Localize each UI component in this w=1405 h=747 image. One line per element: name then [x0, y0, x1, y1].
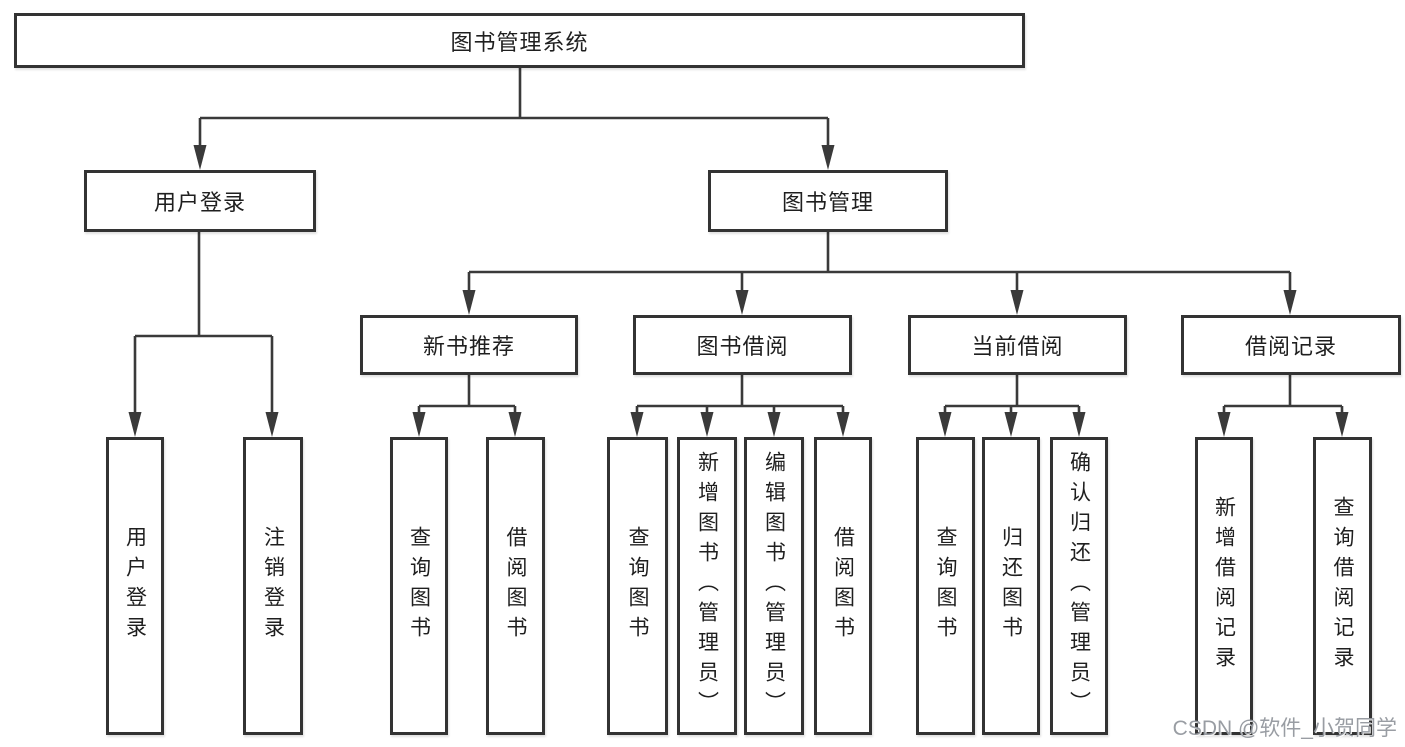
arrow-head — [1283, 290, 1297, 315]
arrow-head — [836, 412, 850, 437]
leaf-edit-book-admin: 编辑图书（管理员） — [744, 437, 804, 735]
node-new-book-recommendation: 新书推荐 — [360, 315, 578, 375]
arrow-head — [1217, 412, 1231, 437]
arrow-head — [630, 412, 644, 437]
arrow-head — [821, 145, 835, 170]
arrow-head — [1335, 412, 1349, 437]
node-library-management-system: 图书管理系统 — [14, 13, 1025, 68]
connector-lines — [133, 68, 1344, 414]
node-book-management: 图书管理 — [708, 170, 948, 232]
node-book-borrowing: 图书借阅 — [633, 315, 852, 375]
arrow-head — [128, 412, 142, 437]
leaf-add-borrowing-record: 新增借阅记录 — [1195, 437, 1253, 735]
node-current-borrowing: 当前借阅 — [908, 315, 1127, 375]
arrow-head — [700, 412, 714, 437]
arrow-head — [265, 412, 279, 437]
leaf-add-book-admin: 新增图书（管理员） — [677, 437, 737, 735]
leaf-query-books-borrowing: 查询图书 — [607, 437, 668, 735]
arrow-head — [735, 290, 749, 315]
watermark: CSDN @软件_小贺同学 — [1172, 717, 1397, 740]
node-user-login: 用户登录 — [84, 170, 316, 232]
leaf-logout: 注销登录 — [243, 437, 303, 735]
node-borrowing-records: 借阅记录 — [1181, 315, 1401, 375]
leaf-borrow-books-borrowing: 借阅图书 — [814, 437, 872, 735]
arrow-head — [1010, 290, 1024, 315]
leaf-query-books-recommend: 查询图书 — [390, 437, 448, 735]
arrow-head — [193, 145, 207, 170]
arrow-heads — [128, 145, 1349, 437]
leaf-query-books-current: 查询图书 — [916, 437, 975, 735]
arrow-head — [508, 412, 522, 437]
leaf-user-login: 用户登录 — [106, 437, 164, 735]
leaf-return-books: 归还图书 — [982, 437, 1040, 735]
arrow-head — [938, 412, 952, 437]
leaf-borrow-books-recommend: 借阅图书 — [486, 437, 545, 735]
arrow-head — [462, 290, 476, 315]
arrow-head — [412, 412, 426, 437]
arrow-head — [1004, 412, 1018, 437]
leaf-query-borrowing-record: 查询借阅记录 — [1313, 437, 1372, 735]
arrow-head — [1072, 412, 1086, 437]
arrow-head — [767, 412, 781, 437]
leaf-confirm-return-admin: 确认归还（管理员） — [1050, 437, 1108, 735]
